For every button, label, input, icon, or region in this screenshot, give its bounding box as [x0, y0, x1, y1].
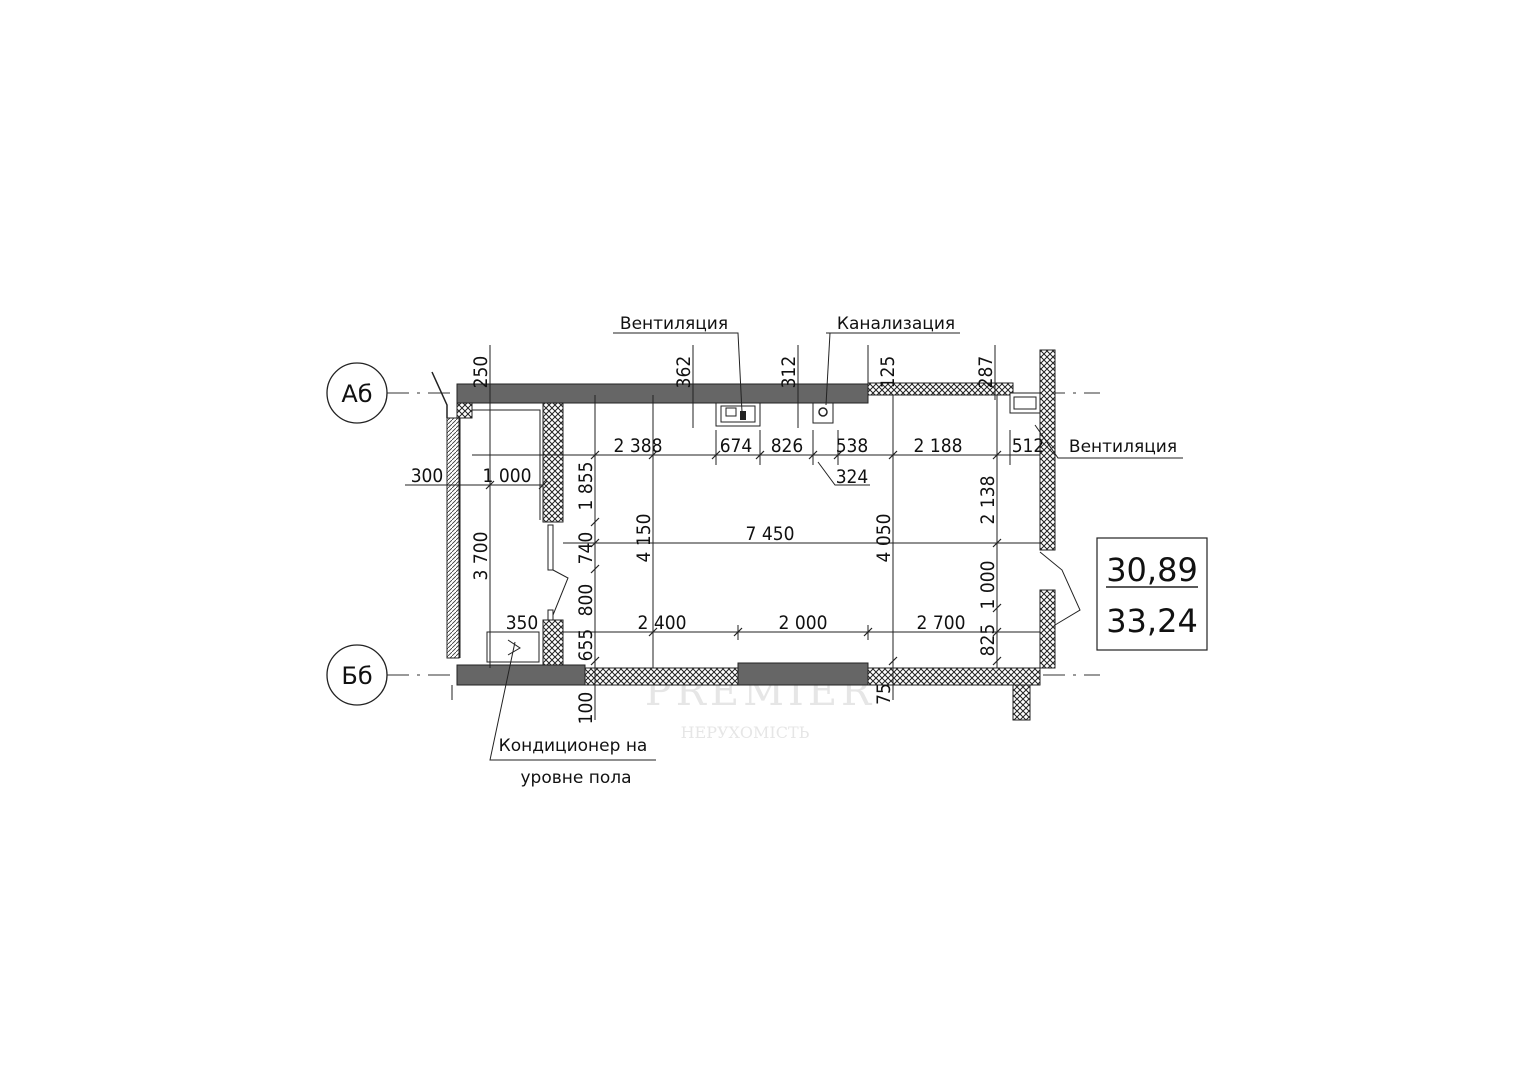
sewage-shaft [812, 402, 834, 424]
axis-marker-top [326, 362, 388, 424]
dimension-ticks [485, 450, 1002, 666]
ac-label-line2: уровне пола [520, 768, 631, 788]
dimension-label: 1 000 [483, 465, 532, 487]
dimension-label: 324 [836, 466, 869, 488]
ventilation-shaft-2 [1009, 392, 1041, 414]
dimension-label: 2 138 [977, 476, 999, 525]
doors [547, 524, 1081, 626]
dimension-label: 538 [836, 435, 869, 457]
dimension-label: 362 [673, 356, 695, 389]
dimension-label: 250 [470, 356, 492, 389]
ventilation-label-2: Вентиляция [1069, 437, 1177, 457]
dimension-label: 2 000 [779, 612, 828, 634]
dimension-label: 2 400 [638, 612, 687, 634]
dimension-label: 100 [575, 692, 597, 725]
dimension-label: 740 [575, 532, 597, 565]
dimension-label: 1 855 [575, 462, 597, 511]
dimension-label: 655 [575, 629, 597, 662]
dimension-label: 2 188 [914, 435, 963, 457]
ventilation-label-1: Вентиляция [620, 314, 728, 334]
dimension-label: 826 [771, 435, 804, 457]
ac-label-line1: Кондиционер на [499, 736, 648, 756]
axis-label-top: Аб [341, 380, 372, 408]
dimension-lines [405, 332, 1183, 761]
dimension-label: 1 000 [977, 561, 999, 610]
dimension-label: 3 700 [470, 532, 492, 581]
sewage-label: Канализация [837, 314, 955, 334]
dimension-label: 2 388 [614, 435, 663, 457]
dimension-label: 4 050 [873, 514, 895, 563]
dimension-label: НЕРУХОМІСТЬ [681, 723, 810, 742]
dimension-label: 2 700 [917, 612, 966, 634]
balcony-glazing [446, 417, 460, 659]
walls [431, 349, 1056, 721]
dimension-label: 350 [506, 612, 539, 634]
living-area: 30,89 [1106, 551, 1198, 589]
dimension-label: 825 [977, 624, 999, 657]
dimension-label: 674 [720, 435, 753, 457]
dimension-label: 800 [575, 584, 597, 617]
dimension-label: 4 150 [633, 514, 655, 563]
dimension-label: 7 450 [746, 523, 795, 545]
total-area: 33,24 [1106, 602, 1198, 640]
dimension-values: 2 388 674 826 538 324 2 188 512 300 1 00… [411, 356, 1045, 725]
dimension-label: 300 [411, 465, 444, 487]
dimension-label: 312 [778, 356, 800, 389]
ventilation-shaft-1 [715, 402, 761, 427]
axis-label-bottom: Бб [341, 662, 372, 690]
area-box: 30,89 33,24 [1096, 537, 1208, 651]
air-conditioner [486, 631, 540, 663]
dimension-label: 512 [1012, 435, 1045, 457]
axis-marker-bottom [326, 644, 388, 706]
dimension-label: 287 [975, 356, 997, 389]
dimension-label: 125 [877, 356, 899, 389]
dimension-label: 75 [873, 683, 895, 705]
